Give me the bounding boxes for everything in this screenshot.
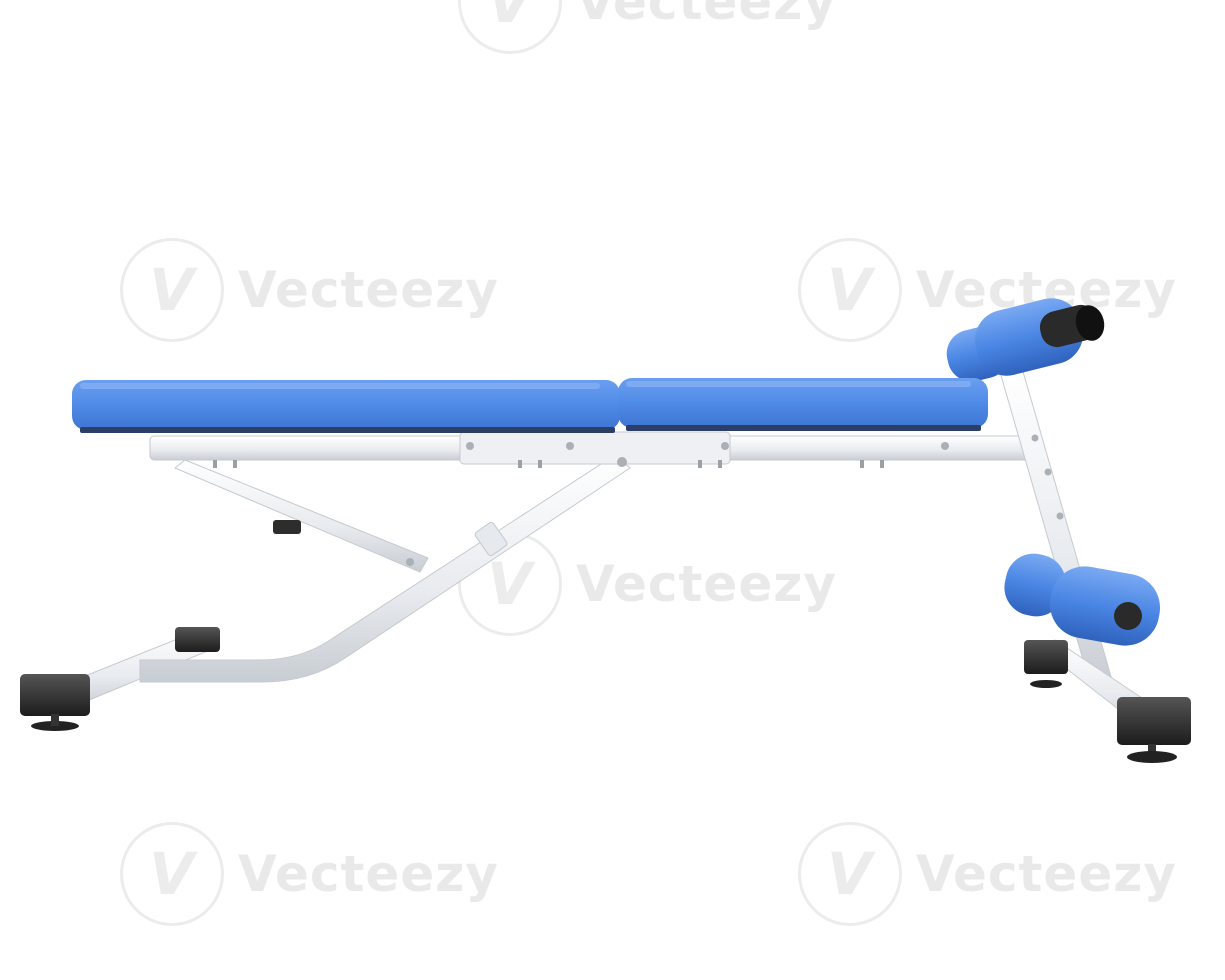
leveling-foot xyxy=(1127,751,1177,763)
seat-pad xyxy=(618,378,988,431)
rear-foot-cap xyxy=(20,674,90,716)
adjustment-strut xyxy=(174,459,429,573)
rear-base xyxy=(20,627,220,731)
main-frame-tube xyxy=(139,454,631,683)
rear-foot-cap xyxy=(175,627,220,652)
upper-roller-pads xyxy=(946,298,1105,382)
front-foot-cap xyxy=(1117,697,1191,745)
adjustment-knob xyxy=(273,520,301,534)
main-rail xyxy=(149,431,1031,468)
back-pad xyxy=(72,380,620,433)
lower-roller-pads xyxy=(1004,553,1161,646)
front-base xyxy=(1024,639,1191,763)
front-foot-cap xyxy=(1024,640,1068,674)
roller-end-cap-icon xyxy=(1114,602,1142,630)
